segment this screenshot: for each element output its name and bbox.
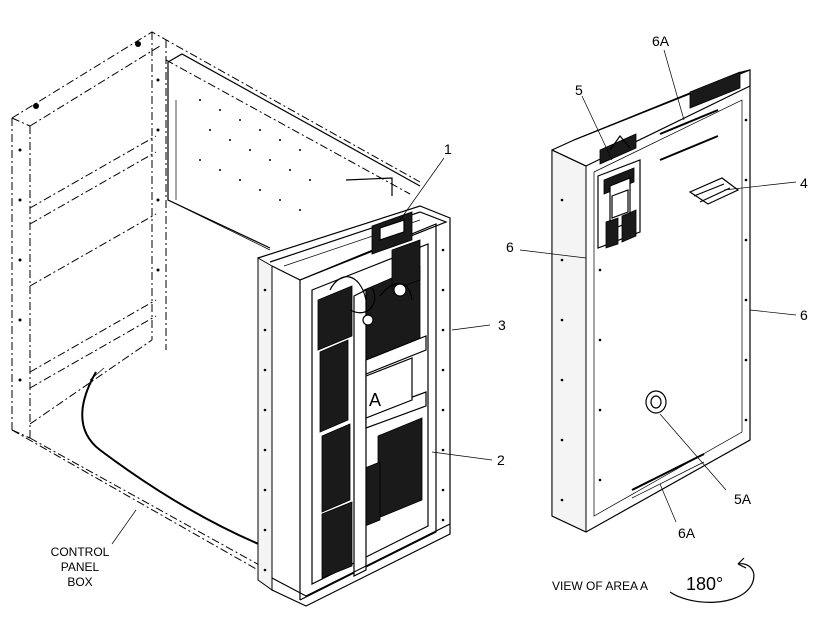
wire-harness [81,371,269,549]
area-a-plate [365,357,413,419]
callout-5a: 5A [734,491,752,507]
grommet [645,390,667,414]
leader-lines [111,49,797,545]
control-panel [257,205,451,607]
leader-2 [431,451,493,461]
control-panel-box-label-line1: CONTROL [51,545,110,559]
clip [688,177,740,205]
panel-edge-bolts [263,248,445,572]
control-panel-box-label-line3: BOX [67,575,92,589]
callout-6a-top: 6A [652,33,670,49]
callout-5: 5 [575,82,583,98]
leader-3 [451,324,491,331]
callout-4: 4 [800,175,808,191]
frame-bolts [18,41,160,382]
callout-1: 1 [444,141,452,157]
slot-6a-bottom [631,453,705,491]
leader-6-left [519,249,587,259]
rotation-label: 180° [686,574,723,594]
area-a-detail [551,69,751,533]
callout-2: 2 [497,452,505,468]
callout-6-right: 6 [800,307,808,323]
callout-6-left: 6 [506,239,514,255]
control-panel-box-label-line2: PANEL [61,560,100,574]
leader-5a [659,413,727,491]
box-rivets [199,99,311,211]
leader-6-right [749,309,797,316]
plate-rivets [560,118,748,502]
leader-4 [723,181,797,191]
callout-6a-bottom: 6A [678,525,696,541]
view-of-area-label: VIEW OF AREA A [552,579,648,593]
callout-3: 3 [498,317,506,333]
leader-5 [581,95,613,161]
latch-assembly [597,159,641,249]
cabinet-frame [11,31,421,579]
leader-6a-bottom [659,483,677,523]
area-a-marker: A [369,390,381,410]
leader-control-panel-box [111,509,137,545]
control-panel-box [81,53,421,549]
leader-6a-top [663,49,685,121]
rotation-arrow-icon [669,557,755,603]
slot-6a-top [659,109,719,135]
leader-1 [399,157,445,221]
